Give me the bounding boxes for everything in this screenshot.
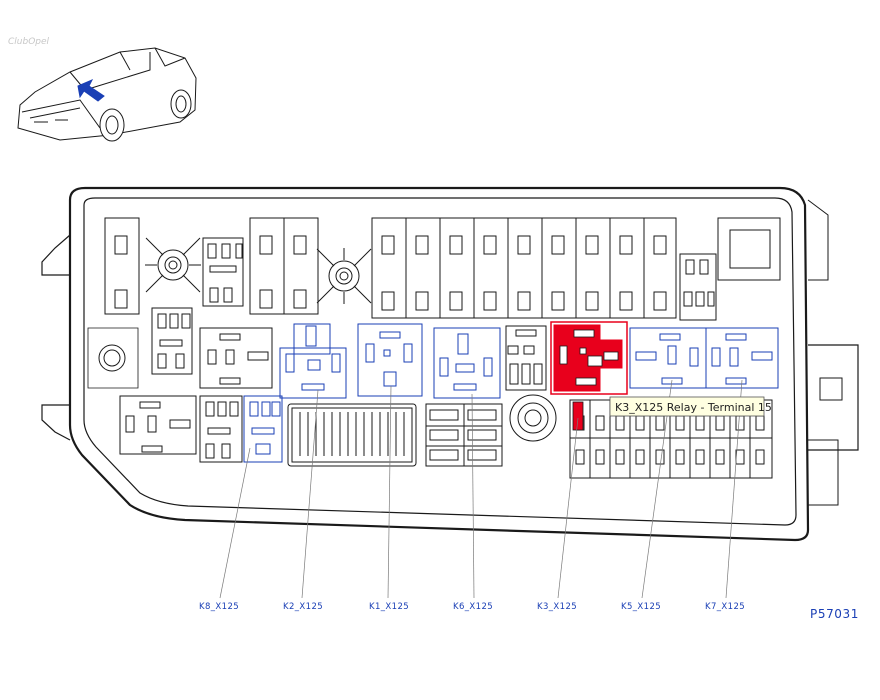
label-k7: K7_X125 bbox=[705, 602, 745, 612]
relay-sockets-black bbox=[119, 307, 547, 463]
leader-lines bbox=[219, 379, 743, 599]
location-arrow-icon bbox=[77, 79, 105, 102]
label-k5: K5_X125 bbox=[621, 602, 661, 612]
tooltip: K3_X125 Relay - Terminal 15 bbox=[609, 396, 772, 417]
label-k8: K8_X125 bbox=[199, 602, 239, 612]
relay-k3-highlight bbox=[550, 321, 628, 395]
tooltip-text: K3_X125 Relay - Terminal 15 bbox=[615, 401, 772, 414]
relay-sockets-blue bbox=[243, 323, 779, 463]
fuse-grid-center bbox=[287, 403, 503, 467]
fuse-row-top bbox=[104, 217, 781, 321]
fuse-k3-terminal-15[interactable] bbox=[572, 401, 584, 431]
label-k3: K3_X125 bbox=[537, 602, 577, 612]
label-k1: K1_X125 bbox=[369, 602, 409, 612]
label-k6: K6_X125 bbox=[453, 602, 493, 612]
watermark: ClubOpel bbox=[8, 37, 50, 47]
label-k2: K2_X125 bbox=[283, 602, 323, 612]
figure-id: P57031 bbox=[810, 607, 859, 621]
car-locator-icon bbox=[17, 47, 197, 142]
fuse-box-housing bbox=[41, 186, 859, 542]
star-connectors bbox=[145, 237, 557, 442]
